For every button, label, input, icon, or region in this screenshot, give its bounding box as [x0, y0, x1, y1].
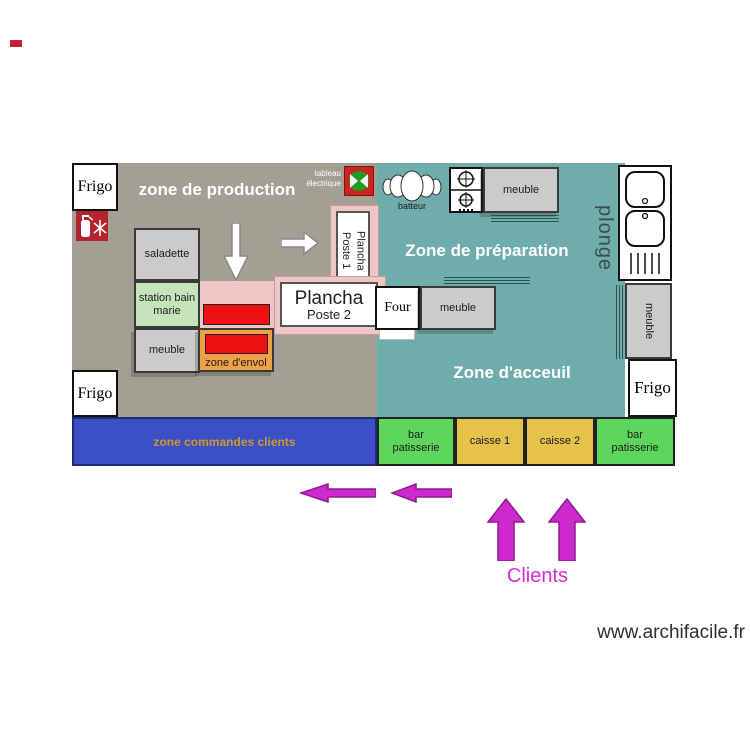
shelf-lines-right: [616, 285, 625, 359]
saladette-box: saladette: [134, 228, 200, 281]
shelf-lines-mid: [444, 277, 530, 285]
plancha1-line2: Poste 1: [340, 232, 352, 270]
four-label: Four: [384, 300, 411, 315]
electrical-panel-icon: [344, 166, 374, 196]
clients-label: Clients: [506, 565, 569, 587]
plancha2-line2: Poste 2: [306, 306, 352, 322]
meuble-top-label: meuble: [502, 183, 540, 196]
station-bain-marie-box: station bain marie: [134, 281, 200, 328]
plonge-label: plonge: [594, 205, 616, 272]
plancha1-line1: Plancha: [354, 231, 367, 271]
zone-production-title: zone de production: [138, 180, 296, 199]
caisse-1-label: caisse 1: [469, 435, 511, 448]
zone-preparation-title: Zone de préparation: [405, 241, 569, 260]
mixer-label: batteur: [397, 201, 427, 211]
meuble-left-label: meuble: [148, 344, 186, 357]
station-bain-marie-label: station bain marie: [138, 291, 196, 317]
fire-extinguisher-icon: [76, 211, 108, 241]
four-tab: [379, 330, 415, 340]
caisse-2-box: caisse 2: [525, 417, 595, 466]
client-arrow-left-2-icon: [390, 483, 452, 503]
bar-patisserie-left-box: bar patisserie: [377, 417, 455, 466]
meuble-left-box: meuble: [134, 328, 200, 373]
zone-accueil-title: Zone d'acceuil: [453, 363, 571, 382]
caisse-1-box: caisse 1: [455, 417, 525, 466]
mixer-icon: [381, 169, 443, 205]
zone-commandes-strip: zone commandes clients: [72, 417, 377, 466]
frigo-bottom-left: Frigo: [72, 370, 118, 417]
bar-patisserie-right-label: bar patisserie: [611, 428, 659, 454]
red-mark: [10, 40, 22, 47]
flow-arrow-down-icon: [223, 223, 249, 281]
frigo-bottom-right-label: Frigo: [634, 378, 671, 397]
bar-patisserie-left-label: bar patisserie: [392, 428, 440, 454]
zone-envol-box: zone d'envol: [198, 328, 274, 372]
frigo-bottom-left-label: Frigo: [77, 384, 113, 402]
floor-plan: zone de production Zone de préparation Z…: [72, 163, 677, 466]
client-arrow-up-2-icon: [546, 497, 588, 561]
tableau-electrique-label: tableau électrique: [306, 169, 341, 189]
caisse-2-label: caisse 2: [539, 435, 581, 448]
flow-arrow-right-icon: [281, 230, 319, 256]
sink-icon: [618, 165, 672, 281]
frigo-top-left-label: Frigo: [77, 178, 113, 195]
meuble-top-box: meuble: [483, 167, 559, 213]
shelf-lines-top: [491, 215, 559, 224]
four-box: Four: [375, 286, 420, 330]
frigo-top-left: Frigo: [72, 163, 118, 211]
plancha2-line1: Plancha: [294, 287, 364, 309]
client-arrow-up-1-icon: [485, 497, 527, 561]
frigo-bottom-right: Frigo: [628, 359, 677, 417]
red-equipment-2: [205, 334, 268, 354]
zone-commandes-label: zone commandes clients: [153, 434, 296, 449]
meuble-mid-box: meuble: [420, 286, 496, 330]
watermark: www.archifacile.fr: [597, 622, 745, 643]
red-equipment-1: [203, 304, 270, 325]
meuble-right-box: meuble: [625, 283, 672, 359]
saladette-label: saladette: [144, 248, 190, 261]
stove-icon: [449, 167, 483, 213]
zone-envol-label: zone d'envol: [205, 357, 267, 369]
bar-patisserie-right-box: bar patisserie: [595, 417, 675, 466]
meuble-right-label: meuble: [642, 302, 655, 340]
client-arrow-left-1-icon: [298, 483, 376, 503]
meuble-mid-label: meuble: [439, 301, 477, 314]
plancha-poste-2: Plancha Poste 2: [280, 282, 378, 327]
